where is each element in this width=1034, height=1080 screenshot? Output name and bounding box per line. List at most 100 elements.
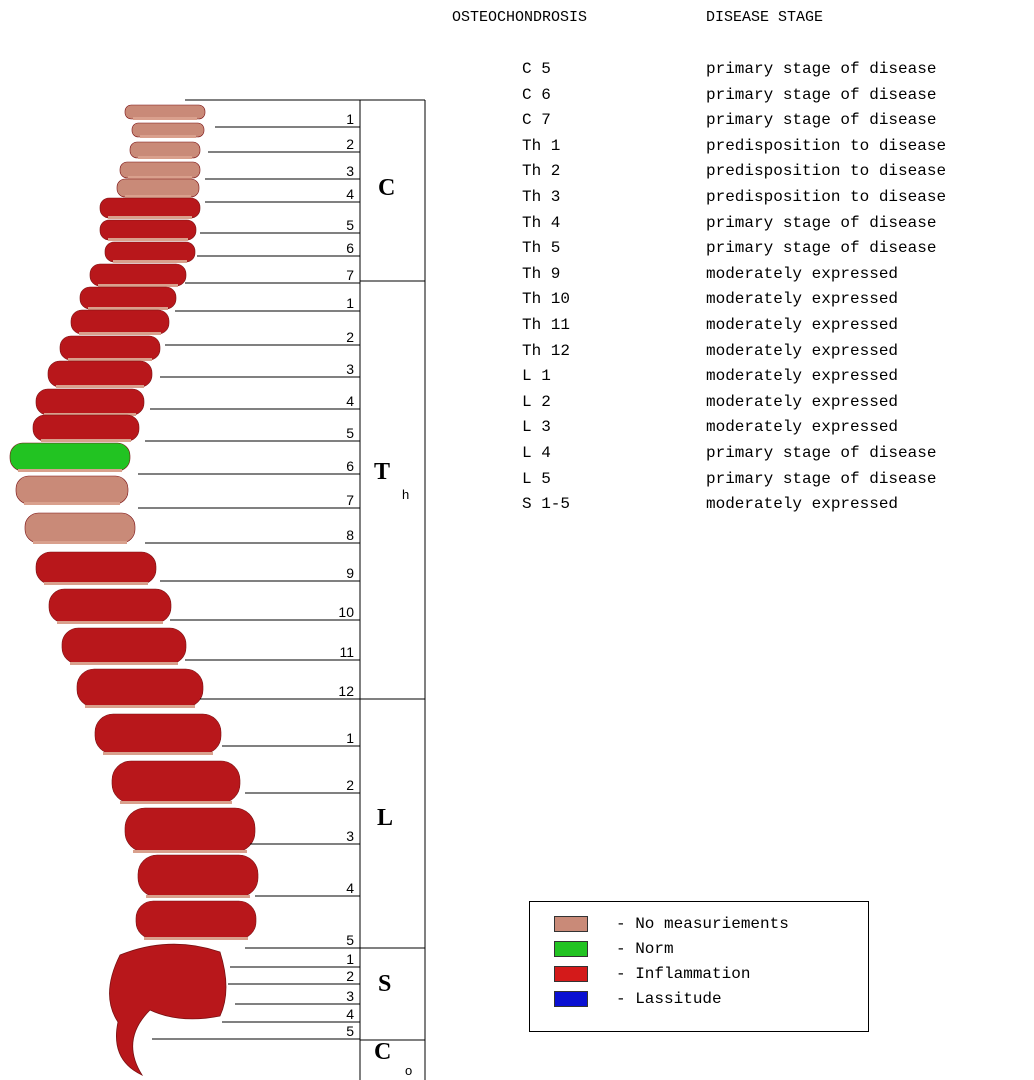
table-row-vertebra: Th 3 <box>522 188 560 206</box>
vertebra <box>105 242 195 262</box>
segment-number-cervical-3: 3 <box>338 164 354 178</box>
segment-number-lumbar-1: 1 <box>338 731 354 745</box>
legend-label: - No measuriements <box>616 914 789 934</box>
header-disease-stage: DISEASE STAGE <box>706 10 823 26</box>
disc <box>79 332 161 335</box>
table-row-stage: moderately expressed <box>706 316 898 334</box>
table-row-vertebra: L 2 <box>522 393 551 411</box>
region-label-cervical: C <box>378 176 395 200</box>
segment-number-thoracic-8: 8 <box>338 528 354 542</box>
vertebra <box>16 476 128 504</box>
segment-number-sacral-3: 3 <box>338 989 354 1003</box>
vertebra <box>136 901 256 939</box>
region-sub-coccyx: o <box>405 1064 412 1077</box>
segment-number-lumbar-3: 3 <box>338 829 354 843</box>
vertebra <box>77 669 203 707</box>
disc <box>88 307 168 310</box>
vertebra <box>125 808 255 852</box>
vertebra <box>95 714 221 754</box>
table-row-stage: moderately expressed <box>706 265 898 283</box>
legend: - No measuriements - Norm - Inflammation… <box>529 901 869 1032</box>
vertebra <box>71 310 169 334</box>
vertebra <box>33 415 139 441</box>
region-label-thoracic: T <box>374 460 390 484</box>
disc <box>24 502 120 505</box>
segment-number-thoracic-10: 10 <box>338 605 354 619</box>
table-row-vertebra: C 5 <box>522 60 551 78</box>
segment-number-thoracic-11: 11 <box>338 645 354 659</box>
table-row-vertebra: L 5 <box>522 470 551 488</box>
vertebra <box>125 105 205 119</box>
table-row-vertebra: Th 4 <box>522 214 560 232</box>
table-row-vertebra: Th 2 <box>522 162 560 180</box>
segment-number-thoracic-3: 3 <box>338 362 354 376</box>
disc <box>70 662 178 665</box>
table-row-vertebra: L 4 <box>522 444 551 462</box>
vertebra <box>130 142 200 158</box>
segment-number-cervical-2: 2 <box>338 137 354 151</box>
disc <box>103 752 213 755</box>
vertebra <box>10 443 130 471</box>
legend-label: - Norm <box>616 939 674 959</box>
table-row-stage: primary stage of disease <box>706 86 936 104</box>
disc <box>18 469 122 472</box>
segment-number-cervical-7: 7 <box>338 268 354 282</box>
table-row-stage: predisposition to disease <box>706 137 946 155</box>
segment-number-sacral-4: 4 <box>338 1007 354 1021</box>
segment-number-thoracic-1: 1 <box>338 296 354 310</box>
region-label-coccyx: C <box>374 1040 391 1064</box>
spine-diagram <box>0 0 440 1080</box>
vertebra <box>138 855 258 897</box>
disc <box>108 216 192 219</box>
legend-swatch <box>554 991 588 1007</box>
segment-number-thoracic-2: 2 <box>338 330 354 344</box>
disc <box>41 439 131 442</box>
table-row-stage: moderately expressed <box>706 367 898 385</box>
segment-number-cervical-1: 1 <box>338 112 354 126</box>
vertebra <box>100 198 200 218</box>
vertebra <box>100 220 196 240</box>
table-row-vertebra: L 3 <box>522 418 551 436</box>
region-sub-thoracic: h <box>402 488 409 501</box>
vertebra <box>48 361 152 387</box>
table-row-stage: primary stage of disease <box>706 239 936 257</box>
table-row-vertebra: Th 11 <box>522 316 570 334</box>
legend-label: - Inflammation <box>616 964 750 984</box>
vertebra <box>117 179 199 197</box>
disc <box>125 195 191 198</box>
spine-illustration <box>10 105 258 1075</box>
table-row-vertebra: L 1 <box>522 367 551 385</box>
table-row-vertebra: Th 10 <box>522 290 570 308</box>
segment-number-lumbar-4: 4 <box>338 881 354 895</box>
table-row-stage: moderately expressed <box>706 290 898 308</box>
segment-number-sacral-5: 5 <box>338 1024 354 1038</box>
table-row-vertebra: C 6 <box>522 86 551 104</box>
disc <box>44 582 148 585</box>
legend-swatch <box>554 916 588 932</box>
legend-swatch <box>554 966 588 982</box>
segment-number-cervical-6: 6 <box>338 241 354 255</box>
disc <box>57 621 163 624</box>
disc <box>68 358 152 361</box>
vertebra <box>36 389 144 415</box>
segment-number-sacral-2: 2 <box>338 969 354 983</box>
table-row-stage: moderately expressed <box>706 342 898 360</box>
table-row-vertebra: Th 9 <box>522 265 560 283</box>
disc <box>144 937 248 940</box>
disc <box>128 176 192 179</box>
table-row-stage: primary stage of disease <box>706 214 936 232</box>
table-row-stage: moderately expressed <box>706 393 898 411</box>
vertebra <box>49 589 171 623</box>
table-row-vertebra: Th 12 <box>522 342 570 360</box>
disc <box>56 385 144 388</box>
vertebra <box>90 264 186 286</box>
vertebra <box>132 123 204 137</box>
vertebra <box>112 761 240 803</box>
vertebra <box>120 162 200 178</box>
table-row-stage: primary stage of disease <box>706 444 936 462</box>
table-row-stage: primary stage of disease <box>706 470 936 488</box>
table-row-stage: primary stage of disease <box>706 60 936 78</box>
vertebra <box>80 287 176 309</box>
table-row-vertebra: Th 1 <box>522 137 560 155</box>
table-row-stage: predisposition to disease <box>706 162 946 180</box>
